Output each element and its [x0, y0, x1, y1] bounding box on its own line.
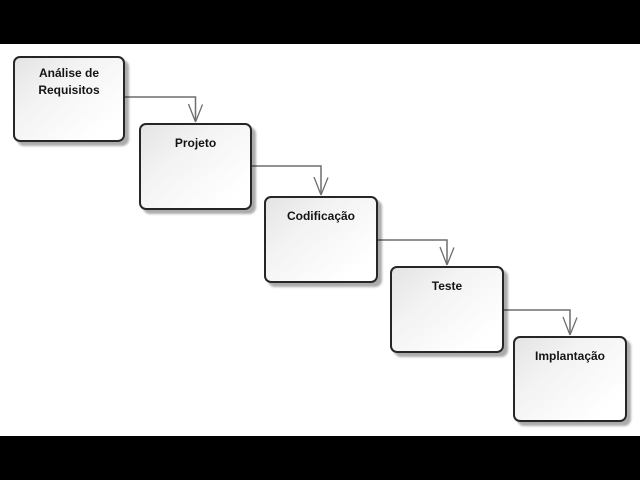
node-analise-requisitos: Análise de Requisitos [13, 56, 125, 142]
node-label: Codificação [286, 209, 355, 223]
connector-projeto-to-codificacao [252, 165, 329, 196]
node-codificacao: Codificação [264, 196, 378, 283]
node-label: Projeto [174, 136, 217, 150]
node-label: Teste [431, 279, 463, 293]
node-teste: Teste [390, 266, 504, 353]
node-label: Implantação [534, 349, 606, 363]
open-arrowhead-icon [562, 316, 578, 336]
connector-analise-to-projeto [125, 96, 204, 123]
connector-codificacao-to-teste [378, 239, 455, 266]
letterbox-top-bar [0, 0, 640, 44]
node-projeto: Projeto [139, 123, 252, 210]
open-arrowhead-icon [313, 176, 329, 196]
letterbox-bottom-bar [0, 436, 640, 480]
open-arrowhead-icon [187, 103, 204, 123]
connector-teste-to-implantacao [504, 309, 578, 336]
open-arrowhead-icon [439, 246, 455, 266]
node-label: Análise de Requisitos [38, 66, 100, 97]
node-implantacao: Implantação [513, 336, 627, 422]
